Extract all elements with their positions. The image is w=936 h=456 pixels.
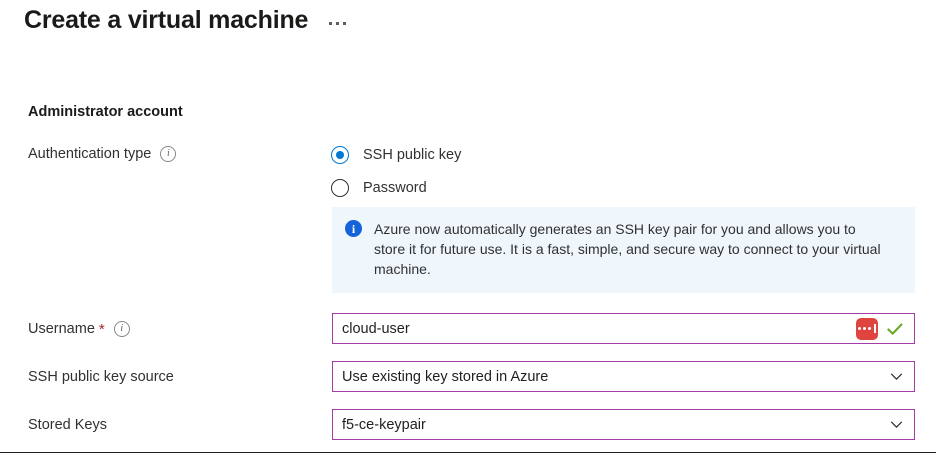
username-value: cloud-user bbox=[342, 320, 410, 337]
stored-keys-dropdown[interactable]: f5-ce-keypair bbox=[332, 409, 915, 440]
ssh-key-source-value: Use existing key stored in Azure bbox=[342, 368, 549, 385]
page-header: Create a virtual machine bbox=[24, 3, 349, 37]
radio-label: Password bbox=[363, 179, 427, 196]
more-options-icon[interactable] bbox=[326, 14, 349, 33]
radio-unselected-icon bbox=[331, 178, 349, 197]
ellipsis-dot bbox=[336, 21, 340, 25]
page-title: Create a virtual machine bbox=[24, 6, 309, 34]
chevron-down-icon[interactable] bbox=[890, 370, 903, 383]
ssh-key-source-dropdown[interactable]: Use existing key stored in Azure bbox=[332, 361, 915, 392]
authentication-type-label: Authentication type i bbox=[28, 146, 177, 162]
ellipsis-dot bbox=[329, 21, 333, 25]
chevron-down-icon[interactable] bbox=[890, 418, 903, 431]
authentication-type-info-icon[interactable]: i bbox=[160, 146, 177, 162]
info-banner-text: Azure now automatically generates an SSH… bbox=[374, 221, 881, 277]
radio-ssh-public-key[interactable]: SSH public key bbox=[331, 142, 461, 167]
bottom-divider bbox=[0, 452, 936, 453]
username-info-icon[interactable]: i bbox=[113, 321, 130, 337]
username-input[interactable]: cloud-user bbox=[332, 313, 915, 344]
ssh-key-source-label: SSH public key source bbox=[28, 369, 174, 385]
stored-keys-value: f5-ce-keypair bbox=[342, 416, 426, 433]
radio-label: SSH public key bbox=[363, 146, 462, 163]
ellipsis-dot bbox=[343, 21, 347, 25]
username-label: Username * i bbox=[28, 321, 130, 337]
green-check-icon bbox=[887, 322, 903, 335]
info-filled-icon: i bbox=[345, 220, 362, 237]
radio-selected-icon bbox=[331, 145, 349, 164]
password-manager-icon[interactable] bbox=[856, 317, 878, 340]
ssh-info-banner: i Azure now automatically generates an S… bbox=[332, 207, 915, 293]
required-asterisk: * bbox=[98, 320, 105, 338]
authentication-type-radio-group[interactable]: SSH public key Password bbox=[331, 142, 461, 208]
radio-password[interactable]: Password bbox=[331, 175, 461, 200]
section-heading: Administrator account bbox=[28, 104, 183, 120]
stored-keys-label: Stored Keys bbox=[28, 417, 107, 433]
